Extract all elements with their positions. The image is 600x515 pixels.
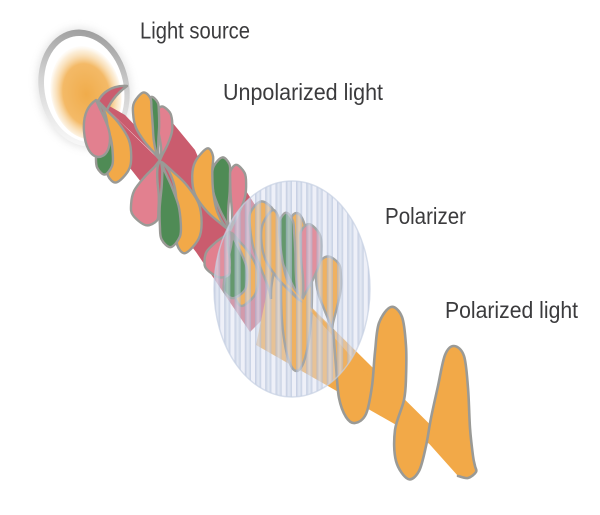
svg-text:Polarized light: Polarized light <box>445 297 579 323</box>
svg-text:Polarizer: Polarizer <box>385 203 466 229</box>
svg-text:Unpolarized light: Unpolarized light <box>223 79 384 105</box>
svg-text:Light source: Light source <box>140 18 250 44</box>
